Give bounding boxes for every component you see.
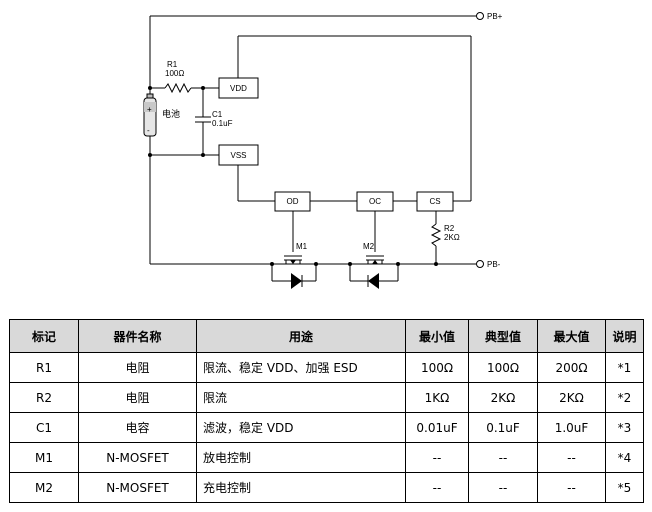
battery-plus-sign: + <box>147 105 152 114</box>
battery-icon <box>143 93 157 137</box>
cell-purpose: 滤波，稳定 VDD <box>196 412 406 443</box>
cell-mark: R1 <box>9 352 79 383</box>
cell-purpose: 充电控制 <box>196 472 406 503</box>
cell-mark: M2 <box>9 472 79 503</box>
header-component-name: 器件名称 <box>78 319 197 353</box>
cell-min: 100Ω <box>405 352 469 383</box>
cell-max: 1.0uF <box>537 412 606 443</box>
cell-min: -- <box>405 442 469 473</box>
table-row: M1 N-MOSFET 放电控制 -- -- -- *4 <box>9 442 644 473</box>
cell-purpose: 限流、稳定 VDD、加强 ESD <box>196 352 406 383</box>
cell-component: 电阻 <box>78 352 197 383</box>
cell-min: 1KΩ <box>405 382 469 413</box>
r1-name: R1 <box>167 60 178 69</box>
component-table: 标记 器件名称 用途 最小值 典型值 最大值 说明 R1 电阻 限流、稳定 VD… <box>9 319 644 503</box>
cell-note: *4 <box>605 442 644 473</box>
header-mark: 标记 <box>9 319 79 353</box>
m1-name: M1 <box>296 242 308 251</box>
table-row: R2 电阻 限流 1KΩ 2KΩ 2KΩ *2 <box>9 382 644 413</box>
vss-pin-box <box>218 144 259 166</box>
m2-arrow-icon <box>372 260 378 264</box>
cell-purpose: 限流 <box>196 382 406 413</box>
cell-typ: -- <box>468 442 538 473</box>
r1-value: 100Ω <box>165 69 184 78</box>
table-header-row: 标记 器件名称 用途 最小值 典型值 最大值 说明 <box>9 319 644 353</box>
table-row: C1 电容 滤波，稳定 VDD 0.01uF 0.1uF 1.0uF *3 <box>9 412 644 443</box>
od-pin-label: OD <box>287 197 299 206</box>
battery-minus-sign: - <box>147 126 150 135</box>
c1-name: C1 <box>212 110 223 119</box>
junction-dots <box>148 86 438 266</box>
oc-pin-box <box>356 191 394 212</box>
cell-note: *2 <box>605 382 644 413</box>
c1-value: 0.1uF <box>212 119 233 128</box>
pb-plus-label: PB+ <box>487 12 503 21</box>
header-min: 最小值 <box>405 319 469 353</box>
cell-purpose: 放电控制 <box>196 442 406 473</box>
cell-mark: R2 <box>9 382 79 413</box>
table-row: R1 电阻 限流、稳定 VDD、加强 ESD 100Ω 100Ω 200Ω *1 <box>9 352 644 383</box>
cell-max: -- <box>537 442 606 473</box>
cell-component: 电阻 <box>78 382 197 413</box>
cell-typ: 2KΩ <box>468 382 538 413</box>
cell-note: *1 <box>605 352 644 383</box>
header-note: 说明 <box>605 319 644 353</box>
circuit-diagram: + - PB+ PB- 电池 R1 100Ω C1 0.1uF R2 2KΩ M… <box>143 12 503 289</box>
cell-component: N-MOSFET <box>78 442 197 473</box>
vdd-pin-label: VDD <box>230 84 247 93</box>
cell-max: 200Ω <box>537 352 606 383</box>
cell-typ: 0.1uF <box>468 412 538 443</box>
cell-min: 0.01uF <box>405 412 469 443</box>
header-typ: 典型值 <box>468 319 538 353</box>
battery-label: 电池 <box>162 108 180 119</box>
cell-mark: M1 <box>9 442 79 473</box>
vss-pin-label: VSS <box>230 151 246 160</box>
m1-arrow-icon <box>290 260 296 264</box>
pb-plus-terminal <box>476 12 484 20</box>
r2-name: R2 <box>444 224 455 233</box>
cell-min: -- <box>405 472 469 503</box>
cell-max: -- <box>537 472 606 503</box>
header-purpose: 用途 <box>196 319 406 353</box>
m1-diode-icon <box>291 273 302 289</box>
m2-diode-icon <box>368 273 379 289</box>
cs-pin-box <box>416 191 454 212</box>
table-row: M2 N-MOSFET 充电控制 -- -- -- *5 <box>9 472 644 503</box>
header-max: 最大值 <box>537 319 606 353</box>
r2-value: 2KΩ <box>444 233 460 242</box>
cell-typ: -- <box>468 472 538 503</box>
pb-minus-terminal <box>476 260 484 268</box>
od-pin-box <box>274 191 311 212</box>
oc-pin-label: OC <box>369 197 381 206</box>
cell-note: *3 <box>605 412 644 443</box>
cell-typ: 100Ω <box>468 352 538 383</box>
cell-component: 电容 <box>78 412 197 443</box>
vdd-pin-box <box>218 77 259 99</box>
cell-max: 2KΩ <box>537 382 606 413</box>
cell-component: N-MOSFET <box>78 472 197 503</box>
cell-mark: C1 <box>9 412 79 443</box>
pb-minus-label: PB- <box>487 260 501 269</box>
cell-note: *5 <box>605 472 644 503</box>
m2-name: M2 <box>363 242 375 251</box>
cs-pin-label: CS <box>429 197 440 206</box>
